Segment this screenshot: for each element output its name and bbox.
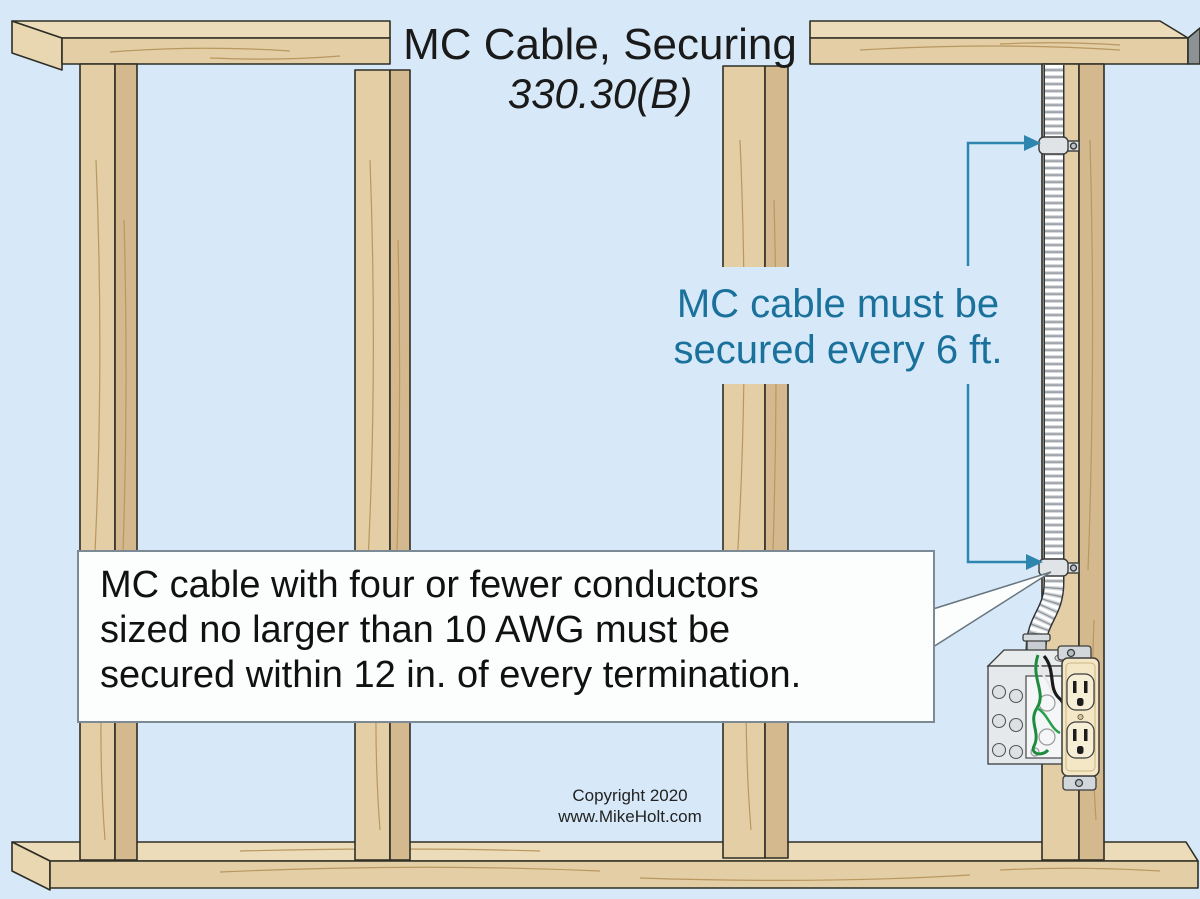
- arrowhead-bottom: [1026, 554, 1043, 570]
- metal-outlet-box: [986, 633, 1100, 791]
- securing-interval-note: MC cable must be secured every 6 ft.: [645, 281, 1031, 373]
- website-line: www.MikeHolt.com: [558, 807, 702, 826]
- diagram-title-text: MC Cable, Securing: [403, 20, 797, 69]
- duplex-receptacle: [1057, 645, 1100, 791]
- securing-interval-note-line1: MC cable must be: [676, 282, 1000, 326]
- termination-rule-line2: sized no larger than 10 AWG must be: [100, 609, 731, 651]
- copyright-notice: Copyright 2020 www.MikeHolt.com: [450, 785, 810, 827]
- cable-connector: [1022, 633, 1051, 653]
- diagram-title: MC Cable, Securing 330.30(B): [0, 20, 1200, 118]
- termination-rule-line3: secured within 12 in. of every terminati…: [100, 654, 802, 696]
- cable-strap-top: [1038, 136, 1080, 155]
- wall-stud-3: [722, 65, 789, 859]
- annotation-background-panel: [645, 267, 1030, 384]
- arrowhead-top: [1024, 135, 1041, 151]
- wall-stud-2: [354, 69, 411, 861]
- cable-strap-bottom: [1038, 558, 1080, 577]
- six-foot-span-arrow: [966, 135, 1043, 570]
- termination-rule-line1: MC cable with four or fewer conductors: [100, 564, 759, 606]
- top-plate-left: [11, 20, 391, 71]
- termination-rule-callout: MC cable with four or fewer conductors s…: [77, 550, 935, 723]
- bottom-plate: [11, 841, 1199, 891]
- wall-stud-1: [79, 63, 138, 861]
- top-plate-right: [809, 20, 1200, 65]
- securing-interval-note-line2: secured every 6 ft.: [673, 328, 1003, 372]
- knockout-holes: [991, 684, 1024, 760]
- code-section-reference: 330.30(B): [507, 70, 693, 117]
- copyright-line: Copyright 2020: [572, 786, 688, 805]
